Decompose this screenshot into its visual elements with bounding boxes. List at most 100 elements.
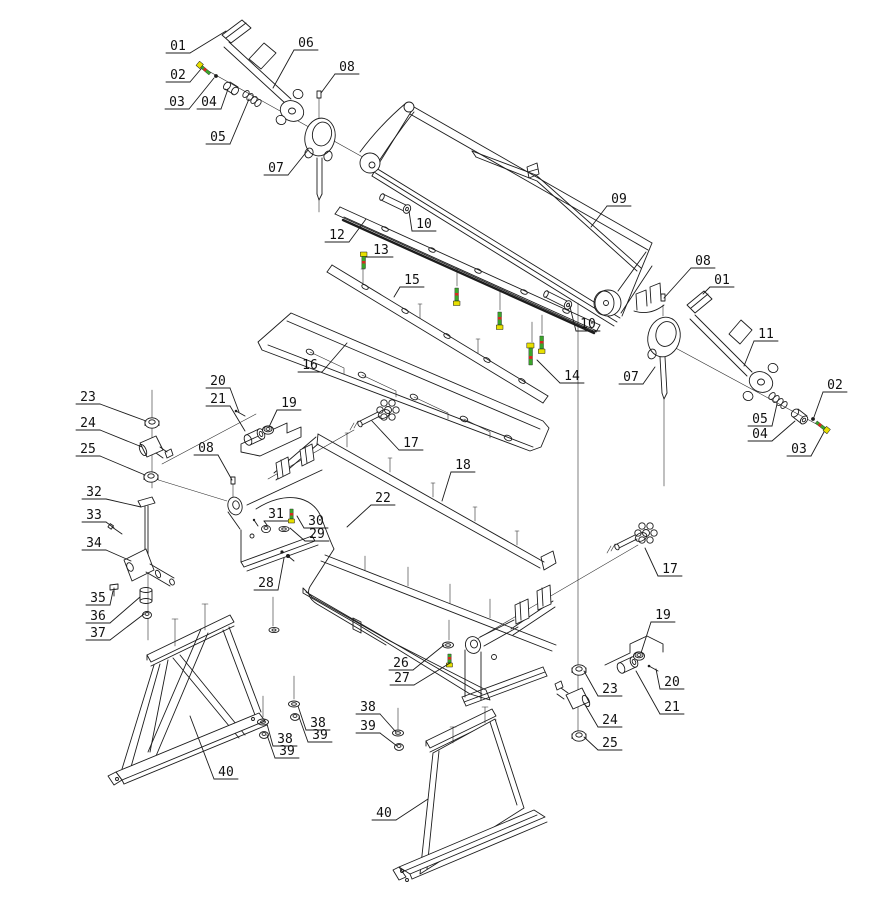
svg-text:01: 01 [714,273,730,288]
part-label-13-11: 13 [365,243,394,258]
part-label-14-15: 14 [536,359,585,384]
part-label-01-17: 01 [702,273,735,295]
part-label-39-56: 39 [266,734,300,759]
handle-rod [223,46,287,105]
svg-text:33: 33 [86,508,102,523]
adjuster-24b [554,680,591,710]
part-label-11-18: 11 [743,327,779,367]
svg-text:38: 38 [277,732,293,747]
screw-part-13 [360,251,368,269]
part-label-19-49: 19 [640,608,676,654]
rail-screw-1 [453,287,461,306]
svg-text:22: 22 [375,491,391,506]
stand-left-part-40 [107,603,268,786]
part-label-39-58: 39 [355,719,398,747]
part-label-22-33: 22 [346,491,396,528]
spring-part-05 [242,90,262,107]
part-label-23-24: 23 [75,390,147,422]
apron-part-09 [359,101,665,327]
washers-nuts-38-39 [257,700,404,751]
svg-text:09: 09 [611,192,627,207]
svg-text:07: 07 [623,370,639,385]
clamp-rail-part-12 [334,206,601,366]
svg-text:17: 17 [662,562,678,577]
svg-text:02: 02 [827,378,843,393]
spring-part-05-right [768,392,788,409]
bar-studs [360,268,481,354]
part-label-17-52: 17 [644,547,683,577]
part-label-38-55: 38 [266,723,298,747]
svg-text:03: 03 [169,95,185,110]
svg-text:40: 40 [376,806,392,821]
svg-text:25: 25 [602,736,618,751]
frame-part-22 [227,422,664,707]
part-label-02-1: 02 [165,68,202,83]
screw-part-02 [195,60,212,76]
bracket-plate-left [240,422,302,457]
part-label-20-27: 20 [205,374,240,413]
part-label-06-5: 06 [272,36,319,89]
adjuster-24 [138,435,174,459]
flange-nut-part-19-left [262,425,274,435]
svg-text:24: 24 [602,713,618,728]
bottom-pan [302,587,491,701]
pin-part-20-left [234,409,246,417]
screw-part-35 [109,583,119,597]
part-label-21-51: 21 [635,670,685,715]
svg-text:13: 13 [373,243,389,258]
part-label-05-4: 05 [205,98,250,145]
bushing-part-36 [139,587,153,604]
part-label-23-46: 23 [583,670,623,697]
grip-part-01 [221,19,252,44]
clamp-plate-part-16 [257,312,550,452]
part-label-28-37: 28 [253,557,285,591]
svg-text:29: 29 [309,527,325,542]
pin-part-08-mid [230,476,236,485]
svg-text:08: 08 [339,60,355,75]
part-label-03-23: 03 [786,431,825,457]
svg-text:36: 36 [90,609,106,624]
svg-text:18: 18 [455,458,471,473]
svg-text:27: 27 [394,671,410,686]
hub-part-06 [275,88,305,126]
washer-part-26 [442,641,454,649]
svg-text:40: 40 [218,765,234,780]
screw-part-03-right [815,420,831,434]
tab-part-11 [728,319,753,345]
part-label-29-36: 29 [289,527,330,542]
part-label-09-8: 09 [590,192,632,228]
washer-part-29 [278,525,290,533]
part-label-33-39: 33 [81,508,115,529]
hex-nut-25b [571,730,587,742]
rail-part-18 [316,432,557,571]
svg-text:16: 16 [302,358,318,373]
stand-right-part-40 [392,706,548,882]
part-label-38-57: 38 [355,700,397,733]
hex-nut-23b [571,664,587,676]
part-label-10-9: 10 [408,210,437,232]
part-label-15-12: 15 [393,273,425,298]
grip-part-01-right [686,290,713,314]
svg-text:38: 38 [310,716,326,731]
clamp-eye-part-07 [304,117,336,201]
svg-text:11: 11 [758,327,774,342]
hinge-boss-right [593,251,653,317]
bushing-part-04-right [790,408,809,425]
part-label-03-2: 03 [164,77,215,110]
part-label-37-43: 37 [85,613,145,641]
flange-nut-part-19-right [633,651,645,661]
screws-part-28 [280,550,295,562]
svg-text:12: 12 [329,228,345,243]
part-label-27-45: 27 [389,662,451,686]
svg-text:32: 32 [86,485,102,500]
rail-screw-3 [538,335,546,354]
handle-assembly-left [195,19,336,201]
part-label-24-47: 24 [583,702,623,728]
ball-part-03 [214,74,218,78]
part-label-18-32: 18 [441,458,476,502]
part-label-07-6: 07 [263,149,309,176]
svg-text:39: 39 [279,744,295,759]
handle-assembly-right [647,290,831,434]
block-part-34 [123,548,175,587]
